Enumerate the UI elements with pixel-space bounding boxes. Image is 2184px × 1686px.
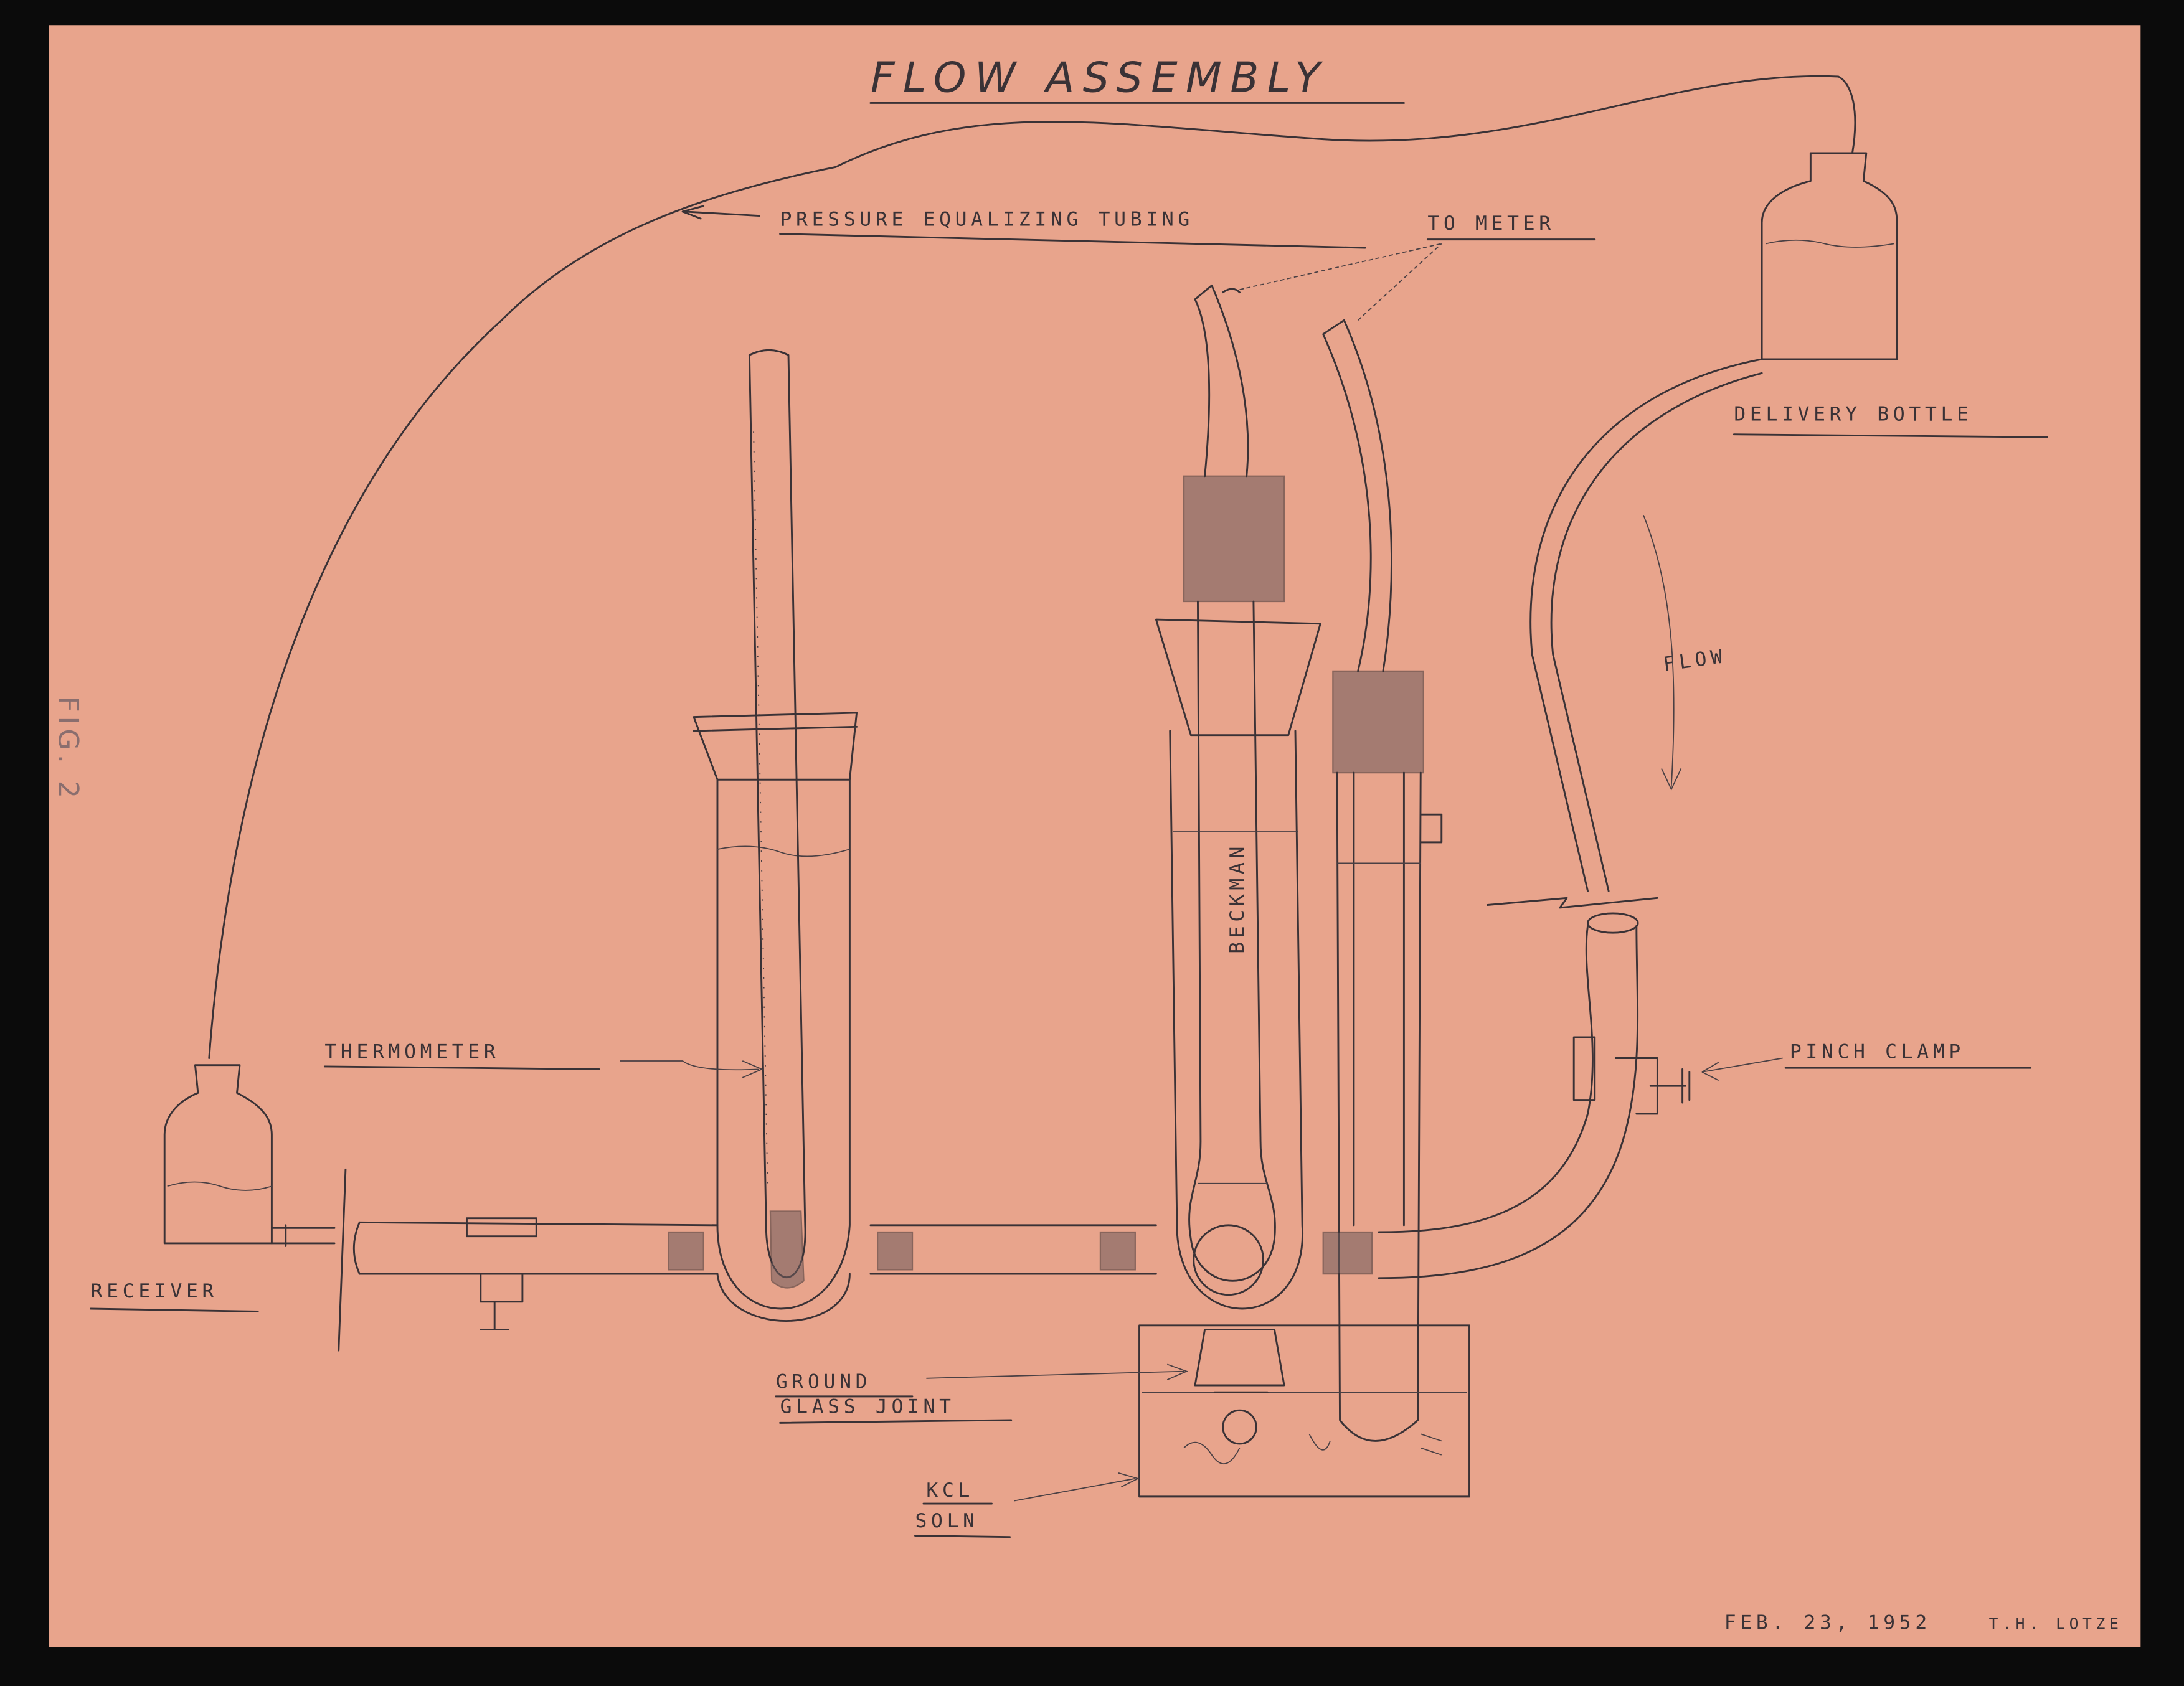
arrow-icon xyxy=(681,205,760,220)
kcl-bath xyxy=(1138,1324,1470,1498)
label-beckman: BECKMAN xyxy=(1226,842,1249,954)
underline xyxy=(323,1065,600,1070)
side-port xyxy=(1419,813,1443,844)
pressure-equalizing-tubing xyxy=(208,75,1856,1059)
label-kcl: KCL xyxy=(926,1479,974,1502)
liquid-level xyxy=(1142,1392,1467,1465)
label-thermometer: THERMOMETER xyxy=(324,1040,499,1063)
label-ground: GROUND xyxy=(776,1370,871,1393)
ground-glass-joint xyxy=(1194,1329,1285,1393)
label-pressure-tubing: PRESSURE EQUALIZING TUBING xyxy=(780,208,1194,230)
vessel-stopper xyxy=(693,712,858,781)
rubber-connector xyxy=(877,1231,914,1271)
label-to-meter: TO METER xyxy=(1427,212,1554,235)
tube-break xyxy=(1487,897,1658,909)
liquid-level xyxy=(1766,239,1894,248)
electrode-bulb xyxy=(1193,1224,1265,1296)
rubber-connector xyxy=(668,1231,704,1271)
flow-arrow-icon xyxy=(1643,515,1682,791)
liquid-level xyxy=(167,1181,272,1191)
receiver-tube xyxy=(270,1224,336,1247)
delivery-bottle xyxy=(1761,152,1898,360)
joint-tip xyxy=(1222,1409,1257,1445)
support-post xyxy=(338,1168,347,1352)
rubber-sleeve xyxy=(1332,670,1424,774)
left-horizontal-tube xyxy=(352,1221,719,1275)
diagram-title: FLOW ASSEMBLY xyxy=(871,54,1329,102)
tube-end xyxy=(1587,912,1639,934)
rubber-connector xyxy=(1099,1231,1136,1271)
tube-clamp xyxy=(466,1217,537,1330)
underline xyxy=(779,1419,1013,1424)
drawing-date: FEB. 23, 1952 xyxy=(1724,1611,1931,1634)
arrow-icon xyxy=(926,1363,1189,1380)
rubber-sleeve xyxy=(1183,475,1285,603)
underline xyxy=(779,233,1366,249)
underline xyxy=(90,1307,259,1312)
arrow-icon xyxy=(1014,1472,1140,1502)
beckman-electrode xyxy=(1188,600,1276,1282)
electrode-lead xyxy=(1194,284,1249,478)
electrode-vessel xyxy=(1169,730,1303,1310)
drawing-author: T.H. LOTZE xyxy=(1989,1614,2123,1632)
rubber-connector xyxy=(1322,1231,1373,1275)
paper-sheet xyxy=(49,25,2141,1647)
underline xyxy=(1733,433,2048,438)
return-tube xyxy=(1378,925,1639,1279)
arrow-icon xyxy=(1701,1057,1783,1081)
label-receiver: RECEIVER xyxy=(91,1280,218,1302)
thermometer-vessel xyxy=(716,778,1157,1322)
label-soln: SOLN xyxy=(915,1510,979,1532)
label-pinch-clamp: PINCH CLAMP xyxy=(1790,1040,1965,1063)
label-glass-joint: GLASS JOINT xyxy=(780,1396,955,1418)
arrow-icon xyxy=(620,1060,763,1078)
figure-number: FIG. 2 xyxy=(52,696,85,803)
liquid-level xyxy=(1173,831,1298,1184)
pinch-clamp xyxy=(1572,1036,1691,1115)
liquid-level xyxy=(717,845,850,857)
thermometer-bulb xyxy=(769,1210,805,1289)
reference-electrode xyxy=(1322,319,1422,1442)
label-delivery-bottle: DELIVERY BOTTLE xyxy=(1734,403,1972,425)
meter-leader-lines xyxy=(1239,243,1442,321)
underline xyxy=(914,1535,1011,1538)
delivery-tube xyxy=(1529,358,1763,892)
electrode-stopper xyxy=(1155,618,1321,737)
